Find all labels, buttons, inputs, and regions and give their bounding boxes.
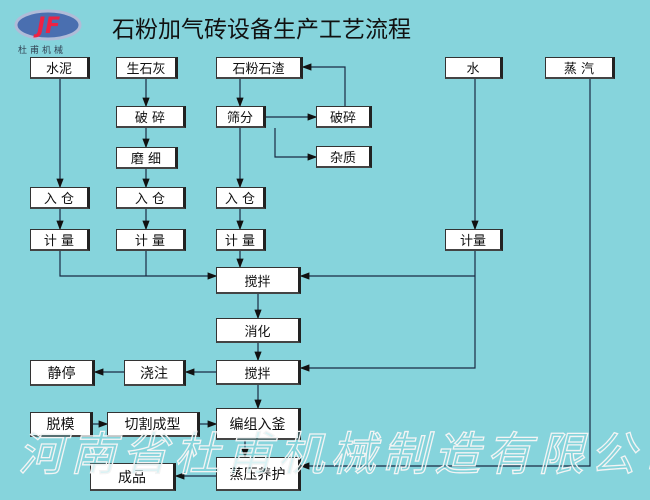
logo-icon: JF xyxy=(14,9,82,41)
node-rest: 静停 xyxy=(30,360,95,386)
node-digest: 消化 xyxy=(216,318,301,343)
page-title: 石粉加气砖设备生产工艺流程 xyxy=(112,17,411,43)
node-cut: 切割成型 xyxy=(107,412,200,437)
node-grind: 磨 细 xyxy=(116,147,178,169)
node-pour: 浇注 xyxy=(124,360,186,386)
node-impurity: 杂质 xyxy=(316,146,372,168)
svg-text:JF: JF xyxy=(33,14,60,39)
node-cement: 水泥 xyxy=(30,57,90,79)
node-silo-2: 入 仓 xyxy=(116,187,186,209)
node-silo-1: 入 仓 xyxy=(30,187,90,209)
node-sieve: 筛分 xyxy=(216,106,266,128)
node-meter-4: 计量 xyxy=(445,229,503,251)
logo: JF 杜甫机械 xyxy=(10,6,90,56)
node-autoclave: 蒸压养护 xyxy=(216,457,301,491)
node-group-into-kettle: 编组入釜 xyxy=(216,408,301,440)
node-meter-1: 计 量 xyxy=(30,229,90,251)
node-silo-3: 入 仓 xyxy=(216,187,266,209)
logo-text: 杜甫机械 xyxy=(18,46,67,56)
node-quicklime: 生石灰 xyxy=(116,57,178,79)
node-stone-powder: 石粉石渣 xyxy=(216,57,303,79)
node-mix-2: 搅拌 xyxy=(216,360,301,385)
node-meter-2: 计 量 xyxy=(116,229,186,251)
node-demold: 脱模 xyxy=(30,412,93,437)
node-mix-1: 搅拌 xyxy=(216,267,301,294)
watermark: 河南省杜甫机械制造有限公司 xyxy=(17,426,650,481)
node-meter-3: 计 量 xyxy=(216,229,266,251)
node-steam: 蒸 汽 xyxy=(545,57,615,79)
node-crush-lime: 破 碎 xyxy=(116,106,186,128)
node-crush-stone: 破碎 xyxy=(316,106,372,128)
node-product: 成品 xyxy=(90,463,176,491)
node-water: 水 xyxy=(445,57,503,79)
